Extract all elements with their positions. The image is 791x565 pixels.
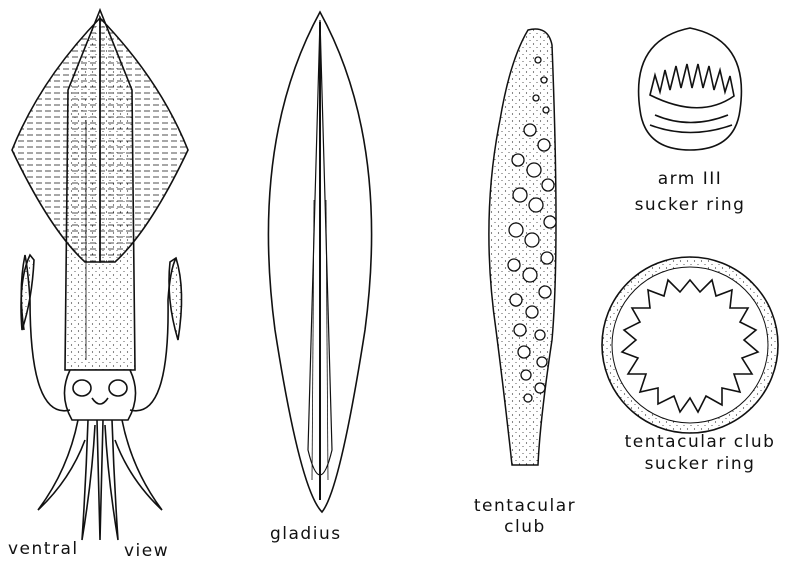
tentacular-club-drawing bbox=[489, 29, 556, 465]
squid-arm bbox=[97, 420, 103, 540]
arm-sucker-ring-drawing bbox=[639, 28, 742, 150]
view-label: view bbox=[124, 542, 169, 562]
squid-ventral-view bbox=[12, 10, 188, 540]
squid-arm bbox=[82, 420, 95, 540]
squid-head bbox=[64, 370, 135, 420]
club-outline bbox=[489, 29, 556, 465]
arm-sucker-label-line1: arm III bbox=[630, 170, 750, 190]
club-sucker-label-line1: tentacular club bbox=[610, 433, 790, 453]
squid-arm bbox=[105, 420, 118, 540]
gladius-label: gladius bbox=[270, 525, 342, 545]
arm-sucker-label-line2: sucker ring bbox=[630, 196, 750, 216]
club-sucker-label-line2: sucker ring bbox=[610, 455, 790, 475]
squid-arm bbox=[115, 420, 162, 510]
club-sucker-ring-drawing bbox=[602, 257, 778, 433]
squid-arm bbox=[38, 420, 85, 510]
gladius-drawing bbox=[268, 12, 371, 512]
ventral-label: ventral bbox=[8, 540, 79, 560]
tentacular-club-label-line2: club bbox=[470, 518, 580, 538]
tentacular-club-label-line1: tentacular bbox=[470, 497, 580, 517]
squid-tentacle-right-club bbox=[169, 258, 182, 340]
